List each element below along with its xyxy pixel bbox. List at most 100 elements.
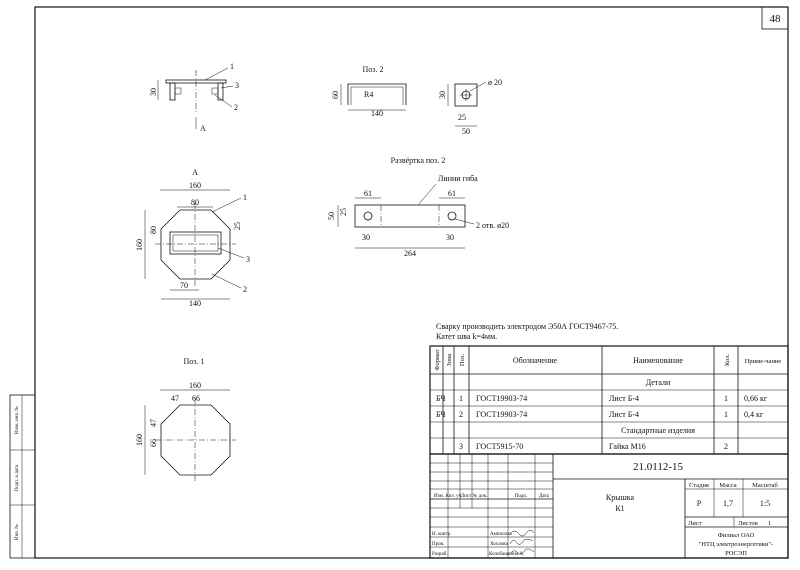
- bom-header-format: Формат: [434, 349, 441, 370]
- tb-col-sign: Подп.: [515, 494, 527, 499]
- bom-row-1-pos: 1: [459, 394, 463, 403]
- side-stamp-2: Подп. и дата: [15, 464, 20, 491]
- razvertka-dim-total: 264: [404, 249, 416, 258]
- pos2-dim-width: 140: [371, 109, 383, 118]
- tb-name-razrab: Колобашкина А.: [489, 552, 524, 557]
- tb-sheets-label: Листов: [738, 520, 758, 527]
- tb-mass: 1,7: [723, 499, 733, 508]
- assembly-view: A 30 1 3 2: [149, 62, 239, 133]
- bom-row-1-qty: 1: [724, 394, 728, 403]
- view-a-dim-inner-v: 80: [149, 226, 158, 234]
- bom-row-2-qty: 1: [724, 410, 728, 419]
- razvertka-dim-hole: 25: [339, 208, 348, 216]
- razvertka-title: Развёртка поз. 2: [391, 156, 446, 165]
- tb-role-razrab: Разраб.: [432, 552, 448, 557]
- view-a-dim-top: 160: [189, 181, 201, 190]
- tb-name-line2: К1: [615, 504, 624, 513]
- bom-row-3-pos: 3: [459, 442, 463, 451]
- tb-scale: 1:5: [760, 499, 770, 508]
- bom-header-designation: Обозначение: [513, 356, 558, 365]
- assembly-dim-height: 30: [149, 88, 158, 96]
- razvertka-dim-right: 61: [448, 189, 456, 198]
- tb-name-prov: Хохлова: [490, 542, 508, 547]
- pos2-hole-offset: 25: [458, 113, 466, 122]
- bom-row-1-format: БЧ: [436, 394, 445, 403]
- bom-section-parts: Детали: [646, 378, 671, 387]
- pos1-title: Поз. 1: [184, 357, 205, 366]
- bom-header-zone: Зона: [446, 353, 453, 366]
- pos2-hole-width: 50: [462, 127, 470, 136]
- tb-name-nkontr: Ампилова: [490, 532, 512, 537]
- tb-sheet-label: Лист: [688, 520, 702, 527]
- bom-row-2-format: БЧ: [436, 410, 445, 419]
- bom-table: Формат Зона Поз. Обозначение Наименовани…: [429, 345, 789, 455]
- signature-razrab: [509, 548, 535, 555]
- bom-row-1-remark: 0,66 кг: [744, 394, 768, 403]
- view-a-dim-side: 25: [233, 222, 242, 230]
- pos2-title: Поз. 2: [363, 65, 384, 74]
- razvertka-dim-edge-right: 30: [446, 233, 454, 242]
- assembly-leader-1: 1: [230, 62, 234, 71]
- bom-row-3-qty: 2: [724, 442, 728, 451]
- side-stamp: Взам. инв. № Подп. и дата Инв. №: [9, 394, 36, 559]
- note-welding: Сварку производить электродом Э50А ГОСТ9…: [436, 322, 618, 331]
- assembly-leader-2: 2: [234, 103, 238, 112]
- side-stamp-3: Инв. №: [14, 524, 20, 540]
- tb-col-list: Лист: [461, 494, 472, 499]
- tb-stage: Р: [697, 499, 702, 508]
- pos1-dim-top: 160: [189, 381, 201, 390]
- pos1-dim-v-b: 66: [149, 439, 158, 447]
- razvertka-bend-label: Линии гиба: [438, 174, 478, 183]
- bom-header-pos: Поз.: [459, 354, 466, 367]
- note-weld-leg: Катет шва k=4мм.: [436, 332, 497, 341]
- view-a: А 160 80 160 80 25 1 3 2 70 140: [135, 168, 250, 308]
- tb-org-line3: РОСЭП: [725, 550, 747, 557]
- pos2-dim-height: 60: [331, 91, 340, 99]
- view-a-dim-bottom: 140: [189, 299, 201, 308]
- assembly-section-mark: A: [200, 124, 206, 133]
- sheet-number: 48: [770, 13, 782, 25]
- signature-nkontr: [509, 530, 535, 537]
- pos2-hole-dia: ø 20: [488, 78, 502, 87]
- bom-row-2-designation: ГОСТ19903-74: [476, 410, 527, 419]
- tb-stage-label: Стадия: [689, 482, 709, 489]
- tb-scale-label: Масштаб: [752, 482, 778, 489]
- tb-doc-number: 21.0112-15: [633, 461, 684, 473]
- view-a-leader-1: 1: [243, 193, 247, 202]
- pos1-view: Поз. 1 160 47 66 160 47 66: [135, 357, 236, 482]
- view-a-dim-height: 160: [135, 239, 144, 251]
- bom-row-2-name: Лист Б-4: [609, 410, 639, 419]
- tb-col-doc: № док.: [473, 493, 488, 499]
- sheet-number-box: [761, 6, 789, 30]
- bom-section-standard: Стандартные изделия: [621, 426, 695, 435]
- razvertka-dim-left: 61: [364, 189, 372, 198]
- pos1-dim-a: 47: [171, 394, 179, 403]
- view-a-dim-bottom-inner: 70: [180, 281, 188, 290]
- view-a-title: А: [192, 168, 198, 177]
- pos2-hole-height: 30: [438, 91, 447, 99]
- bom-header-name: Наименование: [633, 356, 683, 365]
- bom-row-3-designation: ГОСТ5915-70: [476, 442, 523, 451]
- view-a-dim-inner: 80: [191, 198, 199, 207]
- sheet-frame: [34, 6, 789, 559]
- tb-mass-label: Масса: [719, 482, 737, 489]
- bom-row-1-name: Лист Б-4: [609, 394, 639, 403]
- pos1-dim-v-a: 47: [149, 419, 158, 427]
- bom-row-2-remark: 0,4 кг: [744, 410, 764, 419]
- bom-header-remark: Приме-чание: [745, 358, 782, 365]
- razvertka-dim-height: 50: [327, 212, 336, 220]
- pos2-radius: R4: [364, 90, 373, 99]
- razvertka-dim-edge-left: 30: [362, 233, 370, 242]
- bom-header-qty: Кол.: [724, 354, 731, 366]
- tb-role-prov: Пров.: [432, 542, 444, 547]
- title-block: Изм. Кол. уч. Лист № док. Подп. Дата Н. …: [429, 453, 789, 559]
- tb-org-line1: Филиал ОАО: [718, 532, 755, 539]
- tb-name-line1: Крышка: [606, 493, 635, 502]
- view-a-leader-2: 2: [243, 285, 247, 294]
- tb-col-izm: Изм.: [434, 494, 444, 499]
- signature-prov: [509, 538, 534, 545]
- pos1-dim-height: 160: [135, 434, 144, 446]
- bom-row-3-name: Гайка М16: [609, 442, 646, 451]
